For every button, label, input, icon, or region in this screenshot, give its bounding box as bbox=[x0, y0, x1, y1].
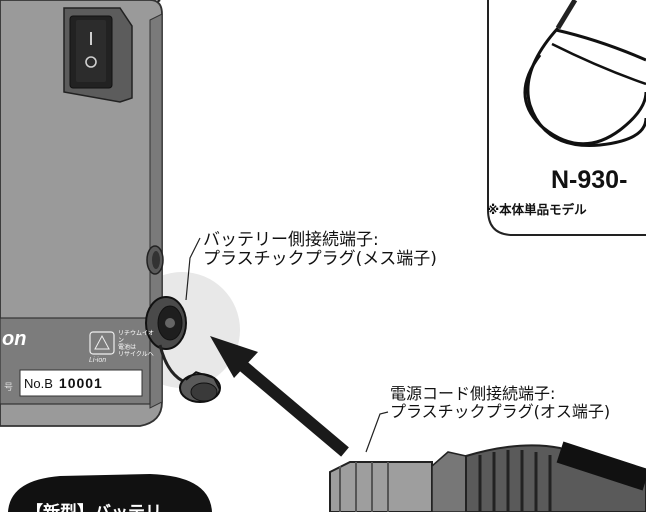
recycle-icon bbox=[89, 331, 115, 355]
serial-label: No.B bbox=[24, 376, 53, 391]
arrow-icon bbox=[210, 336, 349, 457]
callout-cord-side: 電源コード側接続端子: プラスチックプラグ(オス端子) bbox=[390, 385, 610, 421]
chemistry-label: Li-ion bbox=[89, 357, 107, 364]
model-note: ※本体単品モデル bbox=[487, 202, 587, 217]
serial-plate: No.B 10001 bbox=[24, 375, 103, 391]
brand-fragment: on bbox=[2, 328, 27, 350]
callout-cord-line2: プラスチックプラグ(オス端子) bbox=[390, 401, 611, 421]
banner-text: 【新型】バッテリ bbox=[26, 503, 162, 523]
callout-cord-line1: 電源コード側接続端子: bbox=[390, 384, 556, 403]
callout-battery-line1: バッテリー側接続端子: bbox=[203, 230, 379, 250]
model-box bbox=[487, 0, 646, 236]
female-connector bbox=[145, 296, 221, 403]
male-plug bbox=[329, 441, 646, 512]
banner-bubble bbox=[8, 474, 212, 512]
number-prefix: 号 bbox=[4, 383, 14, 393]
callout-battery-side: バッテリー側接続端子: プラスチックプラグ(メス端子) bbox=[203, 230, 437, 270]
illustration bbox=[0, 0, 646, 512]
callout-battery-line2: プラスチックプラグ(メス端子) bbox=[203, 249, 437, 270]
serial-value: 10001 bbox=[58, 375, 103, 391]
battery-unit bbox=[0, 0, 164, 427]
callout-line-cord bbox=[365, 411, 389, 453]
recycle-text: リチウムイオン 電池は リサイクルへ bbox=[118, 330, 155, 358]
callout-line-battery bbox=[185, 237, 201, 301]
model-number: N-930- bbox=[551, 166, 628, 194]
